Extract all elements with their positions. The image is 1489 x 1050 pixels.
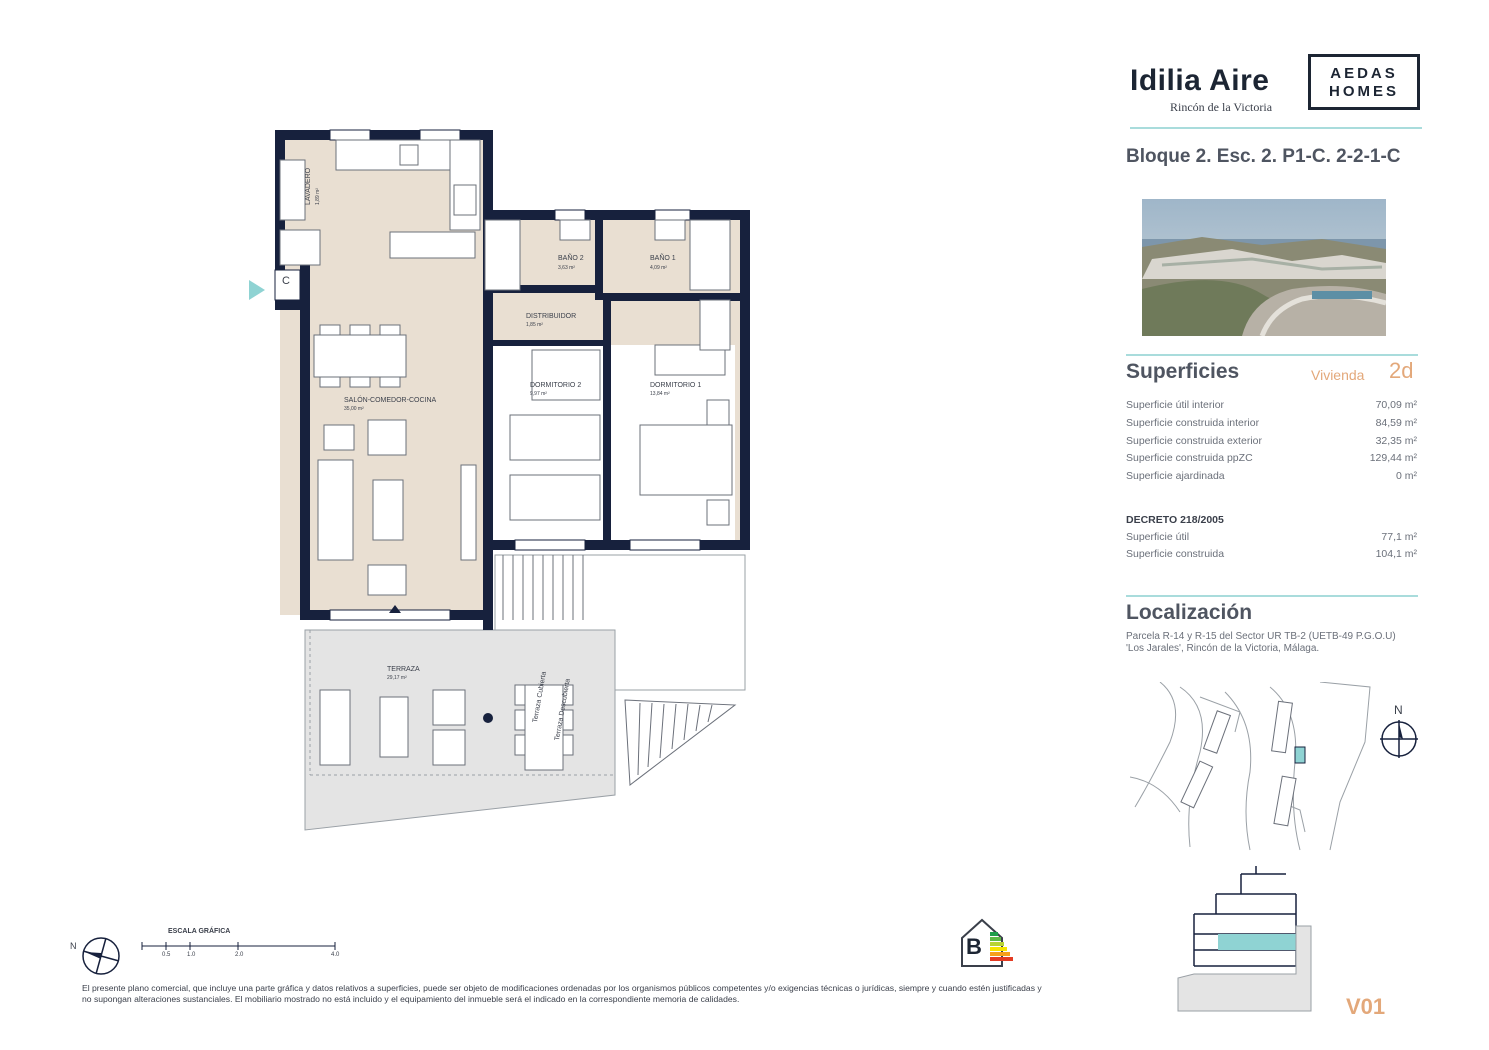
decreto-title: DECRETO 218/2005 — [1126, 514, 1224, 526]
room-distribuidor-area: 1,85 m² — [526, 322, 543, 328]
surface-row: Superficie útil interior 70,09 m² — [1126, 399, 1417, 411]
logo-line-1: AEDAS — [1330, 65, 1398, 82]
scale-title: ESCALA GRÁFICA — [168, 928, 231, 935]
location-title: Localización — [1126, 601, 1253, 624]
scale-tick: 1.0 — [187, 952, 196, 958]
surfaces-divider — [1126, 354, 1418, 356]
room-dormitorio1-area: 13,84 m² — [650, 391, 670, 397]
scale-bar — [141, 942, 336, 950]
logo-line-2: HOMES — [1328, 83, 1399, 100]
decreto-value: 77,1 m² — [1381, 531, 1417, 543]
scale-tick: 2.0 — [235, 952, 244, 958]
project-location: Rincón de la Victoria — [1170, 100, 1273, 114]
compass-icon — [82, 937, 120, 975]
unit-code: Bloque 2. Esc. 2. P1-C. 2-2-1-C — [1126, 146, 1401, 167]
energy-rating-icon — [961, 918, 1013, 967]
surfaces-title: Superficies — [1126, 360, 1240, 383]
entrance-letter: C — [282, 275, 290, 287]
room-salon-area: 35,00 m² — [344, 406, 364, 412]
room-lavadero: LAVADERO — [305, 167, 312, 205]
version-label: V01 — [1346, 994, 1386, 1019]
surface-value: 70,09 m² — [1375, 399, 1417, 411]
location-line-2: 'Los Jarales', Rincón de la Victoria, Má… — [1126, 643, 1320, 654]
surface-row: Superficie construida exterior 32,35 m² — [1126, 435, 1417, 447]
north-arrow-icon — [1380, 720, 1418, 758]
surface-row: Superficie ajardinada 0 m² — [1126, 470, 1417, 482]
project-photo — [1142, 199, 1386, 336]
room-bano1-area: 4,09 m² — [650, 265, 667, 271]
site-plan-map — [1130, 682, 1371, 851]
room-dormitorio2-area: 9,97 m² — [530, 391, 547, 397]
surface-row: Superficie construida ppZC 129,44 m² — [1126, 452, 1417, 464]
surface-value: 129,44 m² — [1369, 452, 1417, 464]
energy-rating: B — [966, 934, 982, 959]
room-bano2: BAÑO 2 — [558, 255, 584, 262]
room-dormitorio2: DORMITORIO 2 — [530, 382, 582, 389]
room-bano1: BAÑO 1 — [650, 255, 676, 262]
header-divider — [1130, 127, 1422, 129]
room-dormitorio1: DORMITORIO 1 — [650, 382, 702, 389]
surface-label: Superficie construida ppZC — [1126, 452, 1253, 464]
section-diagram — [1177, 866, 1312, 1012]
disclaimer: El presente plano comercial, que incluye… — [82, 983, 1042, 1004]
aedas-logo: AEDAS HOMES — [1308, 54, 1420, 110]
room-lavadero-area: 1,89 m² — [315, 188, 321, 205]
room-terraza: TERRAZA — [387, 666, 420, 673]
surface-label: Superficie ajardinada — [1126, 470, 1225, 482]
decreto-label: Superficie construida — [1126, 548, 1225, 560]
surface-value: 84,59 m² — [1375, 417, 1417, 429]
location-line-1: Parcela R-14 y R-15 del Sector UR TB-2 (… — [1126, 631, 1396, 642]
decreto-row: Superficie construida 104,1 m² — [1126, 548, 1417, 560]
scale-north-label: N — [70, 941, 77, 951]
location-north-label: N — [1394, 703, 1403, 717]
decreto-value: 104,1 m² — [1375, 548, 1417, 560]
project-name: Idilia Aire — [1130, 64, 1270, 97]
decreto-label: Superficie útil — [1126, 531, 1190, 543]
surface-row: Superficie construida interior 84,59 m² — [1126, 417, 1417, 429]
surface-label: Superficie construida interior — [1126, 417, 1260, 429]
room-salon: SALÓN-COMEDOR-COCINA — [344, 397, 437, 404]
floor-plan — [274, 129, 750, 831]
room-distribuidor: DISTRIBUIDOR — [526, 313, 577, 320]
scale-tick: 0.5 — [162, 952, 171, 958]
scale-tick: 4.0 — [331, 952, 340, 958]
surface-value: 32,35 m² — [1375, 435, 1417, 447]
vivienda-label: Vivienda — [1311, 367, 1365, 383]
location-address: Parcela R-14 y R-15 del Sector UR TB-2 (… — [1126, 631, 1426, 655]
room-terraza-area: 29,17 m² — [387, 675, 407, 681]
surface-label: Superficie útil interior — [1126, 399, 1225, 411]
entrance-arrow-icon — [249, 280, 265, 300]
room-bano2-area: 3,63 m² — [558, 265, 575, 271]
decreto-row: Superficie útil 77,1 m² — [1126, 531, 1417, 543]
vivienda-type: 2d — [1389, 358, 1414, 383]
location-divider — [1126, 595, 1418, 597]
surface-value: 0 m² — [1396, 470, 1417, 482]
surface-label: Superficie construida exterior — [1126, 435, 1262, 447]
